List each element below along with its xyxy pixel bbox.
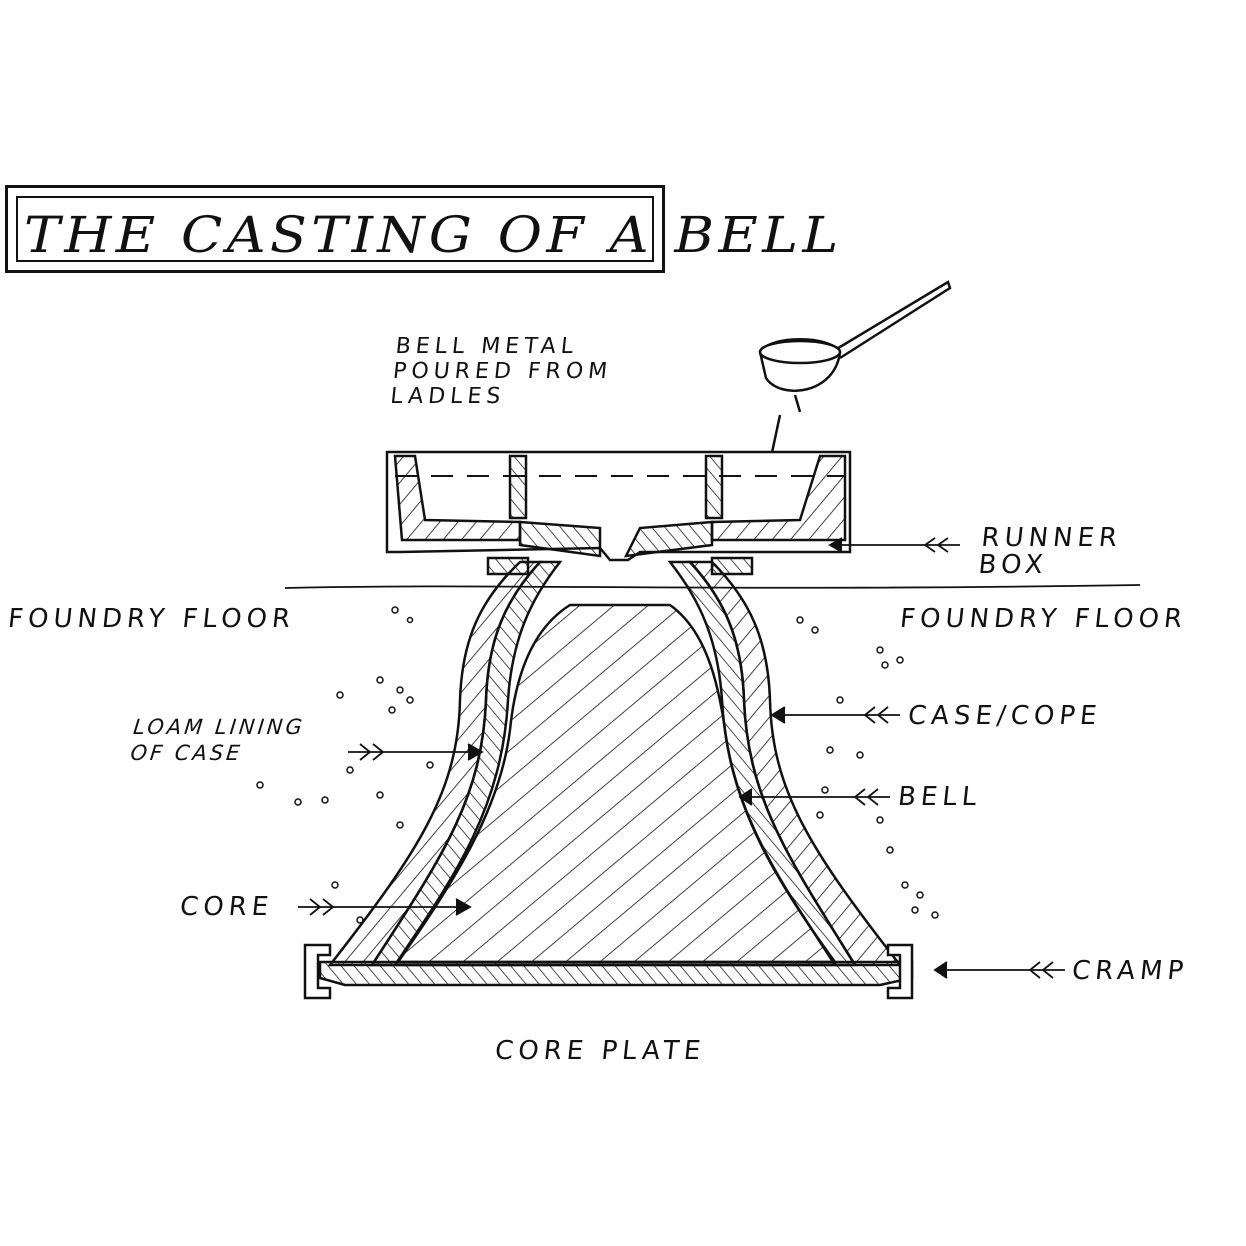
- label-core: CORE: [178, 892, 275, 922]
- label-case-cope: CASE/COPE: [906, 701, 1103, 731]
- label-cramp: CRAMP: [1070, 956, 1190, 986]
- foundry-floor-line: [284, 584, 1141, 589]
- label-bell: BELL: [896, 782, 983, 812]
- title-box: THE CASTING OF A BELL: [5, 185, 838, 273]
- label-foundry-floor-left: FOUNDRY FLOOR: [6, 604, 297, 634]
- cramp-left: [303, 943, 332, 1000]
- core-plate: [318, 960, 914, 987]
- label-foundry-floor-right: FOUNDRY FLOOR: [898, 604, 1189, 634]
- cramp-right: [886, 943, 914, 1000]
- label-core-plate: CORE PLATE: [493, 1036, 707, 1066]
- diagram-title: THE CASTING OF A BELL: [24, 206, 843, 264]
- sand-texture: [256, 606, 939, 924]
- ladle-icon: [758, 280, 952, 469]
- label-bell-metal: BELL METAL POURED FROM LADLES: [389, 334, 614, 409]
- title-inner-border: THE CASTING OF A BELL: [16, 196, 838, 262]
- label-loam-lining: LOAM LINING OF CASE: [129, 715, 307, 765]
- label-arrows: [298, 537, 1065, 979]
- label-runner-box: RUNNER BOX: [977, 523, 1124, 580]
- bell-metal: [369, 560, 858, 967]
- runner-box: [385, 450, 852, 576]
